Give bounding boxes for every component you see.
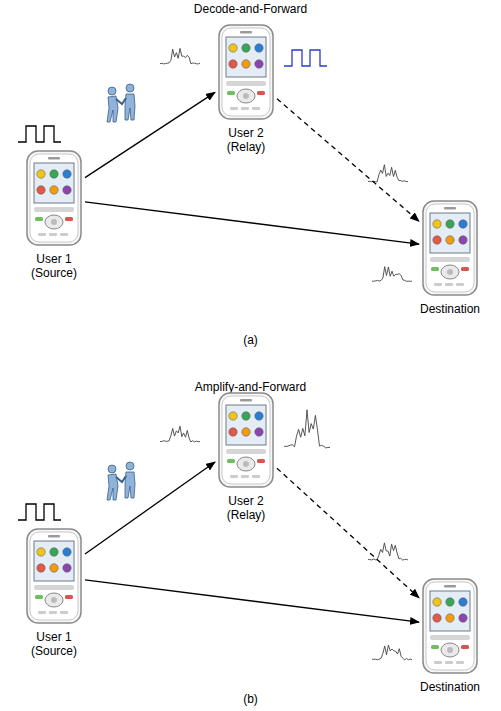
received-signal [160,426,200,442]
phone-node: User 2 (Relay) [218,392,274,488]
device-label: User 2 (Relay) [214,126,278,154]
source-signal [18,504,61,520]
device-label: User 1 (Source) [22,630,86,658]
regenerated-signal [284,50,327,66]
panel-tag: (b) [0,692,501,706]
direct-link [85,92,215,177]
panel-tag: (a) [0,333,501,347]
phone-node: User 1 (Source) [26,528,82,624]
phone-node: User 1 (Source) [26,150,82,246]
phone-icon [26,528,82,624]
phone-node: User 2 (Relay) [218,24,274,120]
received-signal [368,543,408,560]
phone-node: Destination [422,200,478,296]
source-signal [18,126,61,142]
direct-link [85,202,419,244]
direct-link [85,462,215,554]
received-signal [368,165,408,182]
panel-title: Decode-and-Forward [0,2,501,16]
phone-icon [422,578,478,674]
device-label: Destination [418,302,482,316]
device-label: User 2 (Relay) [214,494,278,522]
direct-link [85,580,419,622]
phone-icon [26,150,82,246]
phone-node: Destination [422,578,478,674]
relay-link [277,99,419,222]
handshake-icon [107,84,135,122]
received-signal [160,48,200,64]
relay-link [277,468,419,597]
phone-icon [422,200,478,296]
phone-icon [218,24,274,120]
handshake-icon [107,462,135,500]
phone-icon [218,392,274,488]
device-label: Destination [418,680,482,694]
amplified-signal [284,410,330,448]
received-signal [372,267,412,282]
panel-title: Amplify-and-Forward [0,380,501,394]
device-label: User 1 (Source) [22,252,86,280]
received-signal [372,645,412,660]
